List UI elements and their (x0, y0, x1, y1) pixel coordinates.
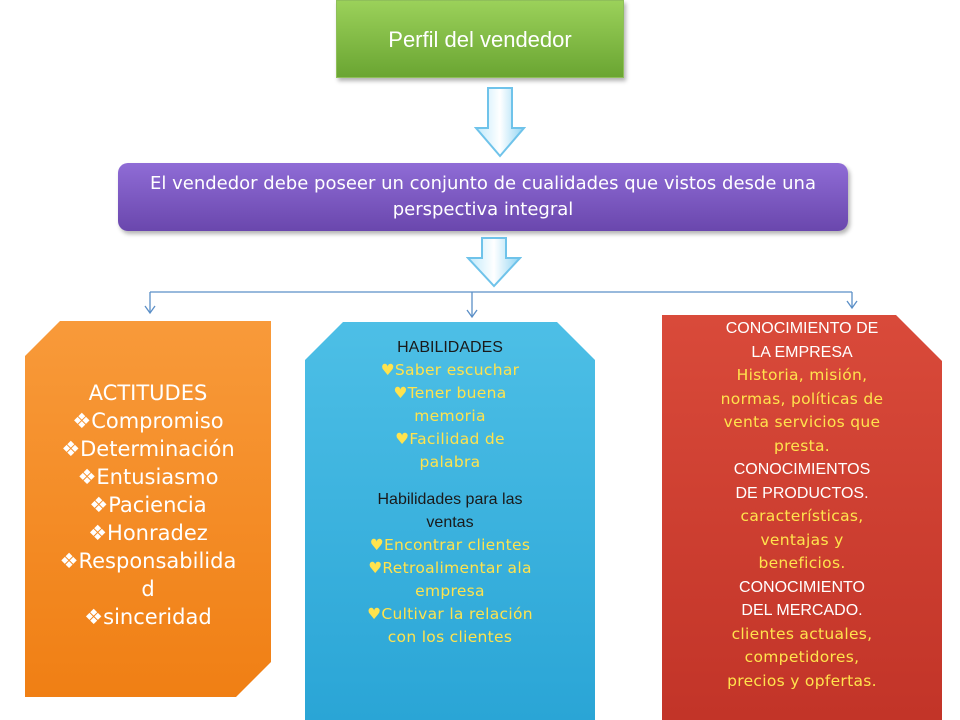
habilidad-line: palabra (419, 453, 481, 471)
title-box: Perfil del vendedor (336, 0, 624, 78)
habilidad-line: ♥Tener buena (393, 384, 507, 402)
habilidad-line: memoria (414, 407, 486, 425)
actitudes-item: ❖Honradez (88, 521, 208, 545)
ventas-line: ♥Encontrar clientes (369, 536, 531, 554)
productos-line: beneficios. (758, 554, 846, 572)
productos-heading: CONOCIMIENTOS (733, 461, 871, 478)
empresa-heading: CONOCIMIENTO DE (725, 320, 879, 337)
empresa-line: normas, políticas de (720, 389, 884, 408)
empresa-line: Historia, misión, (736, 366, 868, 384)
actitudes-item: ❖Entusiasmo (77, 465, 219, 489)
ventas-line: empresa (415, 582, 485, 600)
actitudes-item: ❖Paciencia (89, 493, 207, 517)
actitudes-item: ❖Compromiso (72, 409, 224, 433)
subtitle-text: El vendedor debe poseer un conjunto de c… (150, 173, 816, 220)
habilidad-line: ♥Facilidad de (395, 430, 505, 448)
conocimiento-box: CONOCIMIENTO DE LA EMPRESA Historia, mis… (662, 315, 942, 720)
actitudes-item: ❖sinceridad (84, 605, 212, 629)
ventas-heading: ventas (426, 514, 474, 531)
actitudes-box: ACTITUDES ❖Compromiso ❖Determinación ❖En… (25, 321, 271, 697)
empresa-line: presta. (773, 436, 831, 455)
mercado-line: precios y opfertas. (727, 671, 877, 690)
ventas-line: ♥Cultivar la relación (367, 605, 533, 623)
title-text: Perfil del vendedor (388, 27, 572, 52)
productos-heading: DE PRODUCTOS. (735, 484, 869, 502)
mercado-heading: CONOCIMIENTO (739, 578, 865, 596)
actitudes-heading: ACTITUDES (88, 381, 208, 405)
connector-lines (144, 291, 858, 319)
habilidades-box: HABILIDADES ♥Saber escuchar ♥Tener buena… (305, 322, 595, 720)
empresa-line: venta servicios que (723, 413, 881, 431)
mercado-line: clientes actuales, (731, 624, 873, 643)
mercado-line: competidores, (744, 648, 860, 666)
ventas-line: ♥Retroalimentar ala (368, 559, 532, 577)
down-arrow-1 (474, 87, 526, 158)
actitudes-item-cont: d (141, 577, 155, 601)
ventas-line: con los clientes (387, 628, 513, 646)
productos-line: ventajas y (760, 530, 844, 549)
habilidad-line: ♥Saber escuchar (380, 361, 520, 379)
empresa-heading: LA EMPRESA (751, 343, 853, 361)
down-arrow-2 (466, 237, 522, 288)
productos-line: características, (740, 507, 864, 525)
ventas-heading: Habilidades para las (377, 491, 523, 508)
actitudes-item: ❖Determinación (61, 437, 235, 461)
subtitle-box: El vendedor debe poseer un conjunto de c… (118, 163, 848, 231)
actitudes-item: ❖Responsabilida (59, 549, 237, 573)
mercado-heading: DEL MERCADO. (741, 602, 863, 619)
habilidades-heading: HABILIDADES (397, 339, 503, 356)
